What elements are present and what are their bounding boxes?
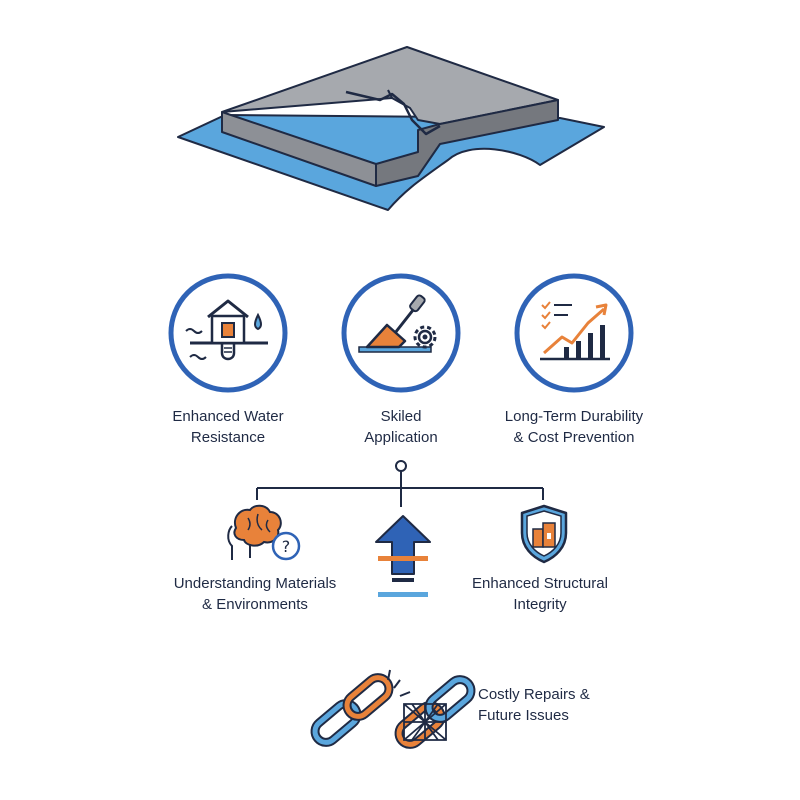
- svg-text:?: ?: [282, 537, 291, 556]
- rising-chart-icon: [514, 273, 634, 393]
- house-water-icon: [168, 273, 288, 393]
- brain-question-icon: ?: [227, 504, 301, 561]
- risk-label: Costly Repairs &Future Issues: [478, 686, 590, 724]
- trowel-gear-icon: [341, 273, 461, 393]
- up-arrow-icon: [375, 515, 431, 597]
- shield-building-icon: [520, 504, 568, 564]
- broken-chain-icon: [310, 669, 476, 749]
- outcome-label-materials: Understanding Materials& Environments: [173, 575, 337, 613]
- connector-tree: [256, 460, 544, 507]
- cracked-slab-on-water-icon: [177, 46, 605, 211]
- benefit-label-durability: Long-Term Durability& Cost Prevention: [504, 408, 644, 446]
